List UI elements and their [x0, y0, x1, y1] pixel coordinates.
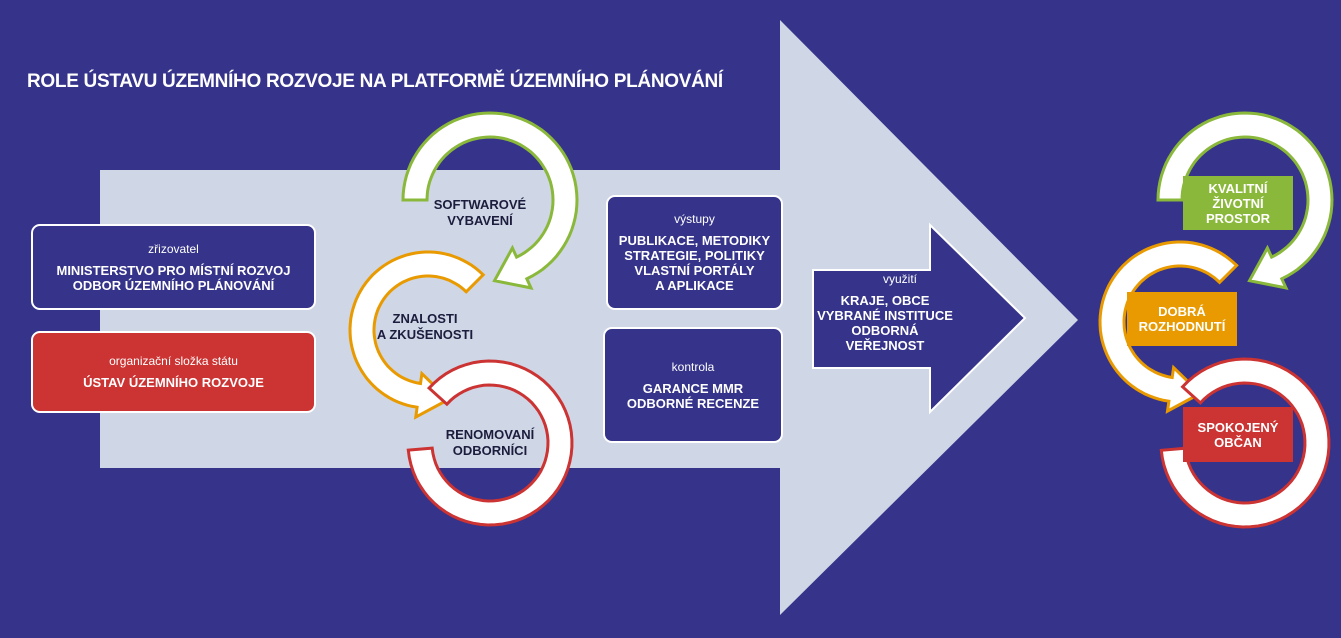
founder-text: MINISTERSTVO PRO MÍSTNÍ ROZVOJ ODBOR ÚZE… [56, 262, 291, 293]
cycle-label-knowledge: ZNALOSTI A ZKUŠENOSTI [376, 311, 474, 342]
outputs-text: PUBLIKACE, METODIKY STRATEGIE, POLITIKY … [618, 233, 771, 293]
founder-box: zřizovatel MINISTERSTVO PRO MÍSTNÍ ROZVO… [31, 224, 316, 310]
institute-caption: organizační složka státu [109, 354, 238, 368]
page-title: ROLE ÚSTAVU ÚZEMNÍHO ROZVOJE NA PLATFORM… [27, 71, 723, 92]
institute-box: organizační složka státu ÚSTAV ÚZEMNÍHO … [31, 331, 316, 413]
big-arrow [100, 20, 1078, 615]
outputs-box: výstupy PUBLIKACE, METODIKY STRATEGIE, P… [606, 195, 783, 310]
cycle-label-software: SOFTWAROVÉ VYBAVENÍ [433, 197, 527, 228]
cycle-label-experts: RENOMOVANÍ ODBORNÍCI [445, 427, 535, 458]
founder-caption: zřizovatel [148, 241, 199, 256]
use-arrow [812, 222, 1027, 415]
institute-text: ÚSTAV ÚZEMNÍHO ROZVOJE [83, 375, 264, 390]
result-satisfied-citizen: SPOKOJENÝ OBČAN [1183, 407, 1293, 462]
control-box: kontrola GARANCE MMR ODBORNÉ RECENZE [603, 327, 783, 443]
cycle-arrow-software [401, 111, 579, 290]
cycle-arrow-experts [406, 359, 574, 527]
use-caption: využití [882, 272, 917, 286]
use-text: KRAJE, OBCE VYBRANÉ INSTITUCE ODBORNÁ VE… [817, 293, 953, 353]
control-caption: kontrola [671, 359, 715, 374]
outputs-caption: výstupy [674, 212, 715, 226]
control-text: GARANCE MMR ODBORNÉ RECENZE [626, 380, 760, 411]
result-good-decisions: DOBRÁ ROZHODNUTÍ [1127, 292, 1237, 346]
use-arrow-label: využití KRAJE, OBCE VYBRANÉ INSTITUCE OD… [815, 272, 985, 353]
result-arrow-living-space [1156, 111, 1334, 290]
result-living-space: KVALITNÍ ŽIVOTNÍ PROSTOR [1183, 176, 1293, 230]
